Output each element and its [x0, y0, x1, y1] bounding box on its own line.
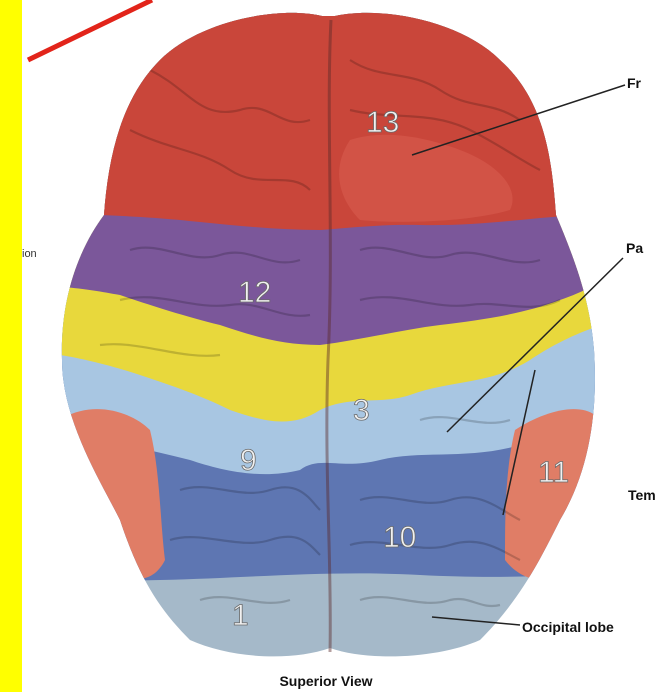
caption: Superior View [279, 673, 372, 689]
occipital-callout: Occipital lobe [522, 619, 614, 635]
frontal-region [0, 0, 664, 230]
region-number-10: 10 [383, 521, 416, 554]
red-annotation-stroke [28, 0, 152, 60]
region-number-9: 9 [240, 444, 257, 477]
parietal-callout: Pa [626, 240, 643, 256]
temporal-right-region [505, 409, 601, 580]
temporal-callout: Tem [628, 487, 656, 503]
region-number-13: 13 [366, 106, 399, 139]
region-number-12: 12 [238, 276, 271, 309]
region-number-3: 3 [353, 394, 370, 427]
region-number-11: 11 [538, 456, 569, 489]
region-number-1: 1 [232, 599, 249, 632]
temporal-left-region [60, 409, 165, 579]
frontal-callout: Fr [627, 75, 642, 91]
